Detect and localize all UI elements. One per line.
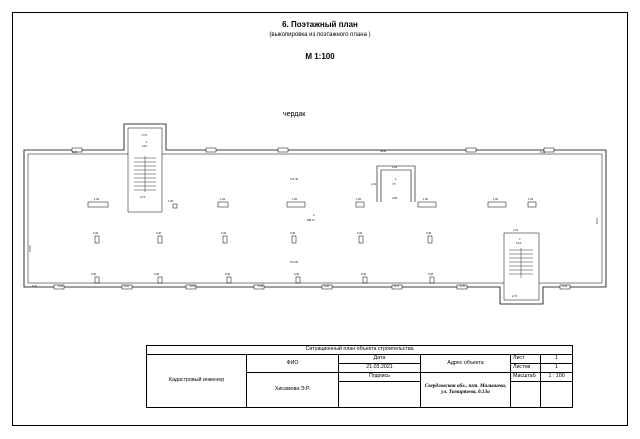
hall-height-bottom: h=2,30 bbox=[290, 260, 299, 264]
scale-label-cell: Масштаб bbox=[510, 372, 541, 383]
stair-left-wall bbox=[127, 154, 163, 213]
outer-wall bbox=[23, 123, 607, 305]
plan-subtitle: (выкопировка из поэтажного плана ) bbox=[269, 32, 371, 38]
drawing-frame bbox=[12, 12, 628, 426]
hall-room: 4 bbox=[313, 213, 315, 217]
vent-label: 1,00 bbox=[493, 197, 499, 201]
column-label: 0,40 bbox=[290, 231, 296, 235]
title-block: Ситуационный план объекта строительства … bbox=[145, 344, 574, 408]
vent-labels: 1,00 1,02 1,00 1,00 1,00 1,00 1,02 1,00 bbox=[94, 197, 534, 203]
window-label: 5,33 bbox=[190, 284, 196, 288]
vent-label: 1,02 bbox=[220, 197, 226, 201]
column-label: 0,40 bbox=[294, 272, 300, 276]
small-room-width-top: 2,64 bbox=[392, 165, 398, 169]
small-room-wall bbox=[376, 165, 416, 202]
column-label: 0,40 bbox=[428, 272, 434, 276]
vent-label: 1,00 bbox=[168, 199, 174, 203]
hall-height-top: h=1,45 bbox=[290, 177, 299, 181]
small-room-height: 2,41 bbox=[371, 182, 377, 186]
vent-label: 1,00 bbox=[292, 197, 298, 201]
sheets-label-cell: Листов bbox=[510, 363, 541, 374]
date-label-cell: Дата bbox=[338, 354, 421, 365]
vent-label: 1,00 bbox=[94, 197, 100, 201]
sheet-label-cell: Лист bbox=[510, 354, 541, 365]
stair-left-area: 14,0 bbox=[142, 144, 148, 148]
bottom-windows bbox=[53, 284, 571, 290]
stair-right-width-top: 2,74 bbox=[513, 228, 519, 232]
sheet-value-cell: 1 bbox=[539, 354, 574, 365]
date-value-cell: 21.03.2021 bbox=[338, 363, 421, 374]
vent-label: 1,00 bbox=[356, 197, 362, 201]
stair-right-width-bottom: 2,74 bbox=[512, 294, 518, 298]
role-cell: Кадастровый инженер bbox=[146, 354, 247, 408]
address-label-cell: Адрес объекта bbox=[420, 354, 511, 374]
column-label: 0,40 bbox=[426, 231, 432, 235]
window-label: 5,34 bbox=[72, 150, 78, 154]
window-label: 5,41 bbox=[540, 150, 546, 154]
address-value-cell: Свердловская обл., пгт. Малышева, ул. Ти… bbox=[420, 372, 511, 408]
sheets-value-cell: 1 bbox=[539, 363, 574, 374]
column-label: 0,40 bbox=[221, 231, 227, 235]
window-label: 5,34 bbox=[58, 284, 64, 288]
column-labels: 0,40 0,40 0,40 0,40 0,40 0,40 0,40 0,40 … bbox=[91, 231, 434, 276]
top-windows bbox=[71, 147, 555, 153]
column-label: 0,40 bbox=[91, 272, 97, 276]
stair-right-wall bbox=[503, 232, 540, 283]
wall-right-length: 15,07 bbox=[595, 217, 599, 224]
vent-row bbox=[87, 201, 537, 209]
name-cell: Хисамова Э.Р. bbox=[246, 372, 339, 408]
attic-label: чердак bbox=[283, 111, 306, 118]
column-label: 0,40 bbox=[93, 231, 99, 235]
wall-left-length: 15,04 bbox=[28, 245, 32, 252]
stair-left-treads bbox=[134, 156, 156, 192]
column-label: 0,40 bbox=[361, 272, 367, 276]
scale-value-cell: 1 : 100 bbox=[539, 372, 574, 383]
signature-value-cell bbox=[338, 381, 421, 408]
vent-label: 1,00 bbox=[423, 197, 429, 201]
window-label: 5,41 bbox=[32, 284, 38, 288]
stair-right-treads bbox=[509, 248, 533, 278]
signature-label-cell: Подпись bbox=[338, 372, 421, 383]
plan-title: 6. Поэтажный план bbox=[282, 20, 358, 29]
stair-left-width-top: 2,74 bbox=[142, 133, 148, 137]
small-room-width-bottom: 2,80 bbox=[392, 196, 398, 200]
column-label: 0,40 bbox=[156, 231, 162, 235]
title-block-heading: Ситуационный план объекта строительства bbox=[145, 344, 574, 356]
window-label: 5,35 bbox=[258, 284, 264, 288]
hall-area: 584,37 bbox=[307, 218, 315, 222]
plan-scale: М 1:100 bbox=[305, 52, 335, 61]
empty-cell bbox=[510, 381, 541, 408]
window-label: 5,33 bbox=[562, 284, 568, 288]
stair-left-room: 1 bbox=[146, 140, 148, 144]
column-label: 0,40 bbox=[225, 272, 231, 276]
small-room-area: 7,5 bbox=[392, 182, 396, 186]
column-label: 0,40 bbox=[357, 231, 363, 235]
fio-label-cell: ФИО bbox=[246, 354, 339, 374]
stair-left-width-bottom: 2,72 bbox=[140, 195, 146, 199]
window-labels: 5,41 5,34 5,32 5,33 5,35 5,36 5,37 5,32 … bbox=[32, 150, 568, 288]
hall-length: 39,61 bbox=[380, 149, 387, 153]
inner-wall bbox=[27, 127, 603, 301]
vent-label: 1,02 bbox=[528, 197, 534, 201]
window-label: 5,36 bbox=[324, 284, 330, 288]
columns bbox=[94, 235, 435, 284]
window-label: 5,32 bbox=[124, 284, 130, 288]
stair-right-room: 3 bbox=[519, 237, 521, 241]
empty-cell bbox=[539, 381, 574, 408]
column-label: 0,40 bbox=[154, 272, 160, 276]
window-label: 5,32 bbox=[460, 284, 466, 288]
window-label: 5,37 bbox=[394, 284, 400, 288]
stair-right-area: 14,5 bbox=[516, 241, 522, 245]
small-room-number: 2 bbox=[395, 177, 397, 181]
